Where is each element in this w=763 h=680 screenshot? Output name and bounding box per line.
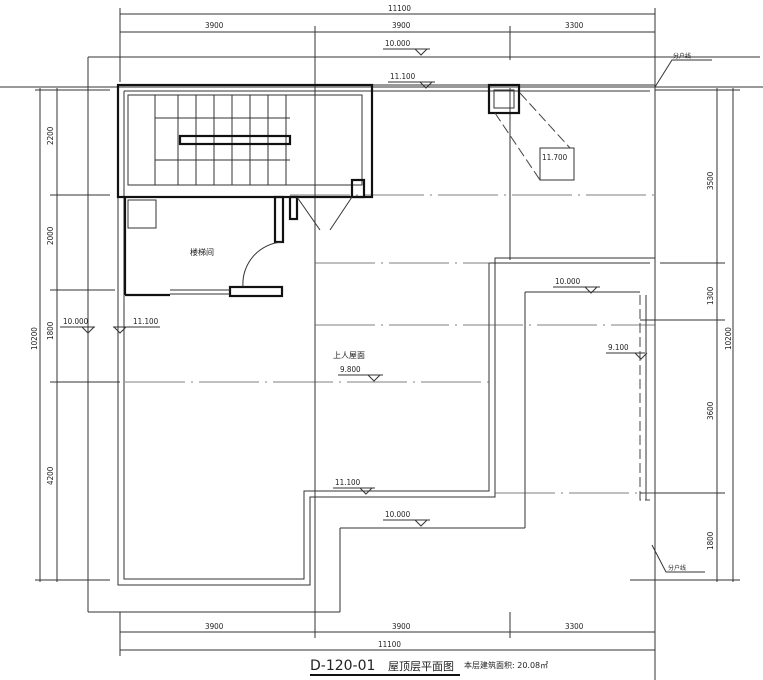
stair-room: 楼梯间: [116, 83, 374, 298]
svg-text:10.000: 10.000: [63, 317, 89, 326]
roof-label: 上人屋面: [333, 351, 365, 360]
level-marker: 11.100: [333, 478, 375, 495]
svg-text:10.000: 10.000: [555, 277, 581, 286]
svg-text:11.100: 11.100: [133, 317, 159, 326]
dim-bottom-seg: 3900: [392, 622, 411, 631]
dim-right-seg: 3500: [706, 171, 715, 190]
dim-bottom-total: 11100: [378, 640, 401, 649]
dim-bottom-seg: 3300: [565, 622, 584, 631]
boundary-label: 分户线: [673, 52, 691, 60]
level-marker: 10.000: [383, 39, 430, 56]
dim-right-seg: 1800: [706, 531, 715, 550]
svg-text:9.800: 9.800: [340, 365, 361, 374]
level-marker: 9.800: [338, 365, 383, 382]
level-marker: 11.100: [113, 317, 160, 334]
level-marker: 10.000: [383, 510, 430, 527]
left-dimensions: 2200 2000 1800 4200 10200: [30, 88, 120, 582]
svg-text:10.000: 10.000: [385, 39, 411, 48]
svg-text:11.100: 11.100: [335, 478, 361, 487]
dim-top-seg: 3900: [205, 21, 224, 30]
grid-lines: [125, 88, 655, 494]
level-marker: 10.000: [553, 277, 600, 294]
roof-hatch: 11.700: [487, 83, 575, 181]
boundary-label: 分户线: [668, 564, 686, 572]
svg-text:10.000: 10.000: [385, 510, 411, 519]
dim-top-seg: 3900: [392, 21, 411, 30]
boundary-notes: 分户线 分户线: [651, 52, 712, 573]
dim-left-seg: 4200: [46, 466, 55, 485]
title-name: 屋顶层平面图: [388, 660, 454, 673]
dim-right-total: 10200: [724, 327, 733, 350]
hatch-level: 11.700: [542, 153, 568, 162]
dim-left-seg: 2000: [46, 226, 55, 245]
dim-top-total: 11100: [388, 4, 411, 13]
svg-text:9.100: 9.100: [608, 343, 629, 352]
dim-right-seg: 3600: [706, 401, 715, 420]
top-dimensions: 11100 3900 3900 3300: [119, 4, 656, 680]
dim-right-seg: 1300: [706, 286, 715, 305]
outer-roof-edge: [0, 56, 763, 613]
dim-top-seg: 3300: [565, 21, 584, 30]
dim-bottom-seg: 3900: [205, 622, 224, 631]
level-marker: 11.100: [388, 72, 435, 89]
area-note: 本层建筑面积: 20.08㎡: [464, 660, 548, 670]
title-code: D-120-01: [310, 658, 375, 674]
dim-left-seg: 2200: [46, 126, 55, 145]
bottom-dimensions: 3900 3900 3300 11100: [119, 612, 655, 656]
level-marker: 10.000: [60, 317, 95, 334]
dim-left-total: 10200: [30, 327, 39, 350]
level-markers: 10.000 11.100 10.000 11.100 10.000 9.100…: [60, 39, 648, 527]
stair-room-label: 楼梯间: [190, 247, 214, 257]
drawing-title: D-120-01 屋顶层平面图 本层建筑面积: 20.08㎡: [310, 658, 548, 676]
svg-text:11.100: 11.100: [390, 72, 416, 81]
dim-left-seg: 1800: [46, 321, 55, 340]
level-marker: 9.100: [606, 343, 648, 360]
